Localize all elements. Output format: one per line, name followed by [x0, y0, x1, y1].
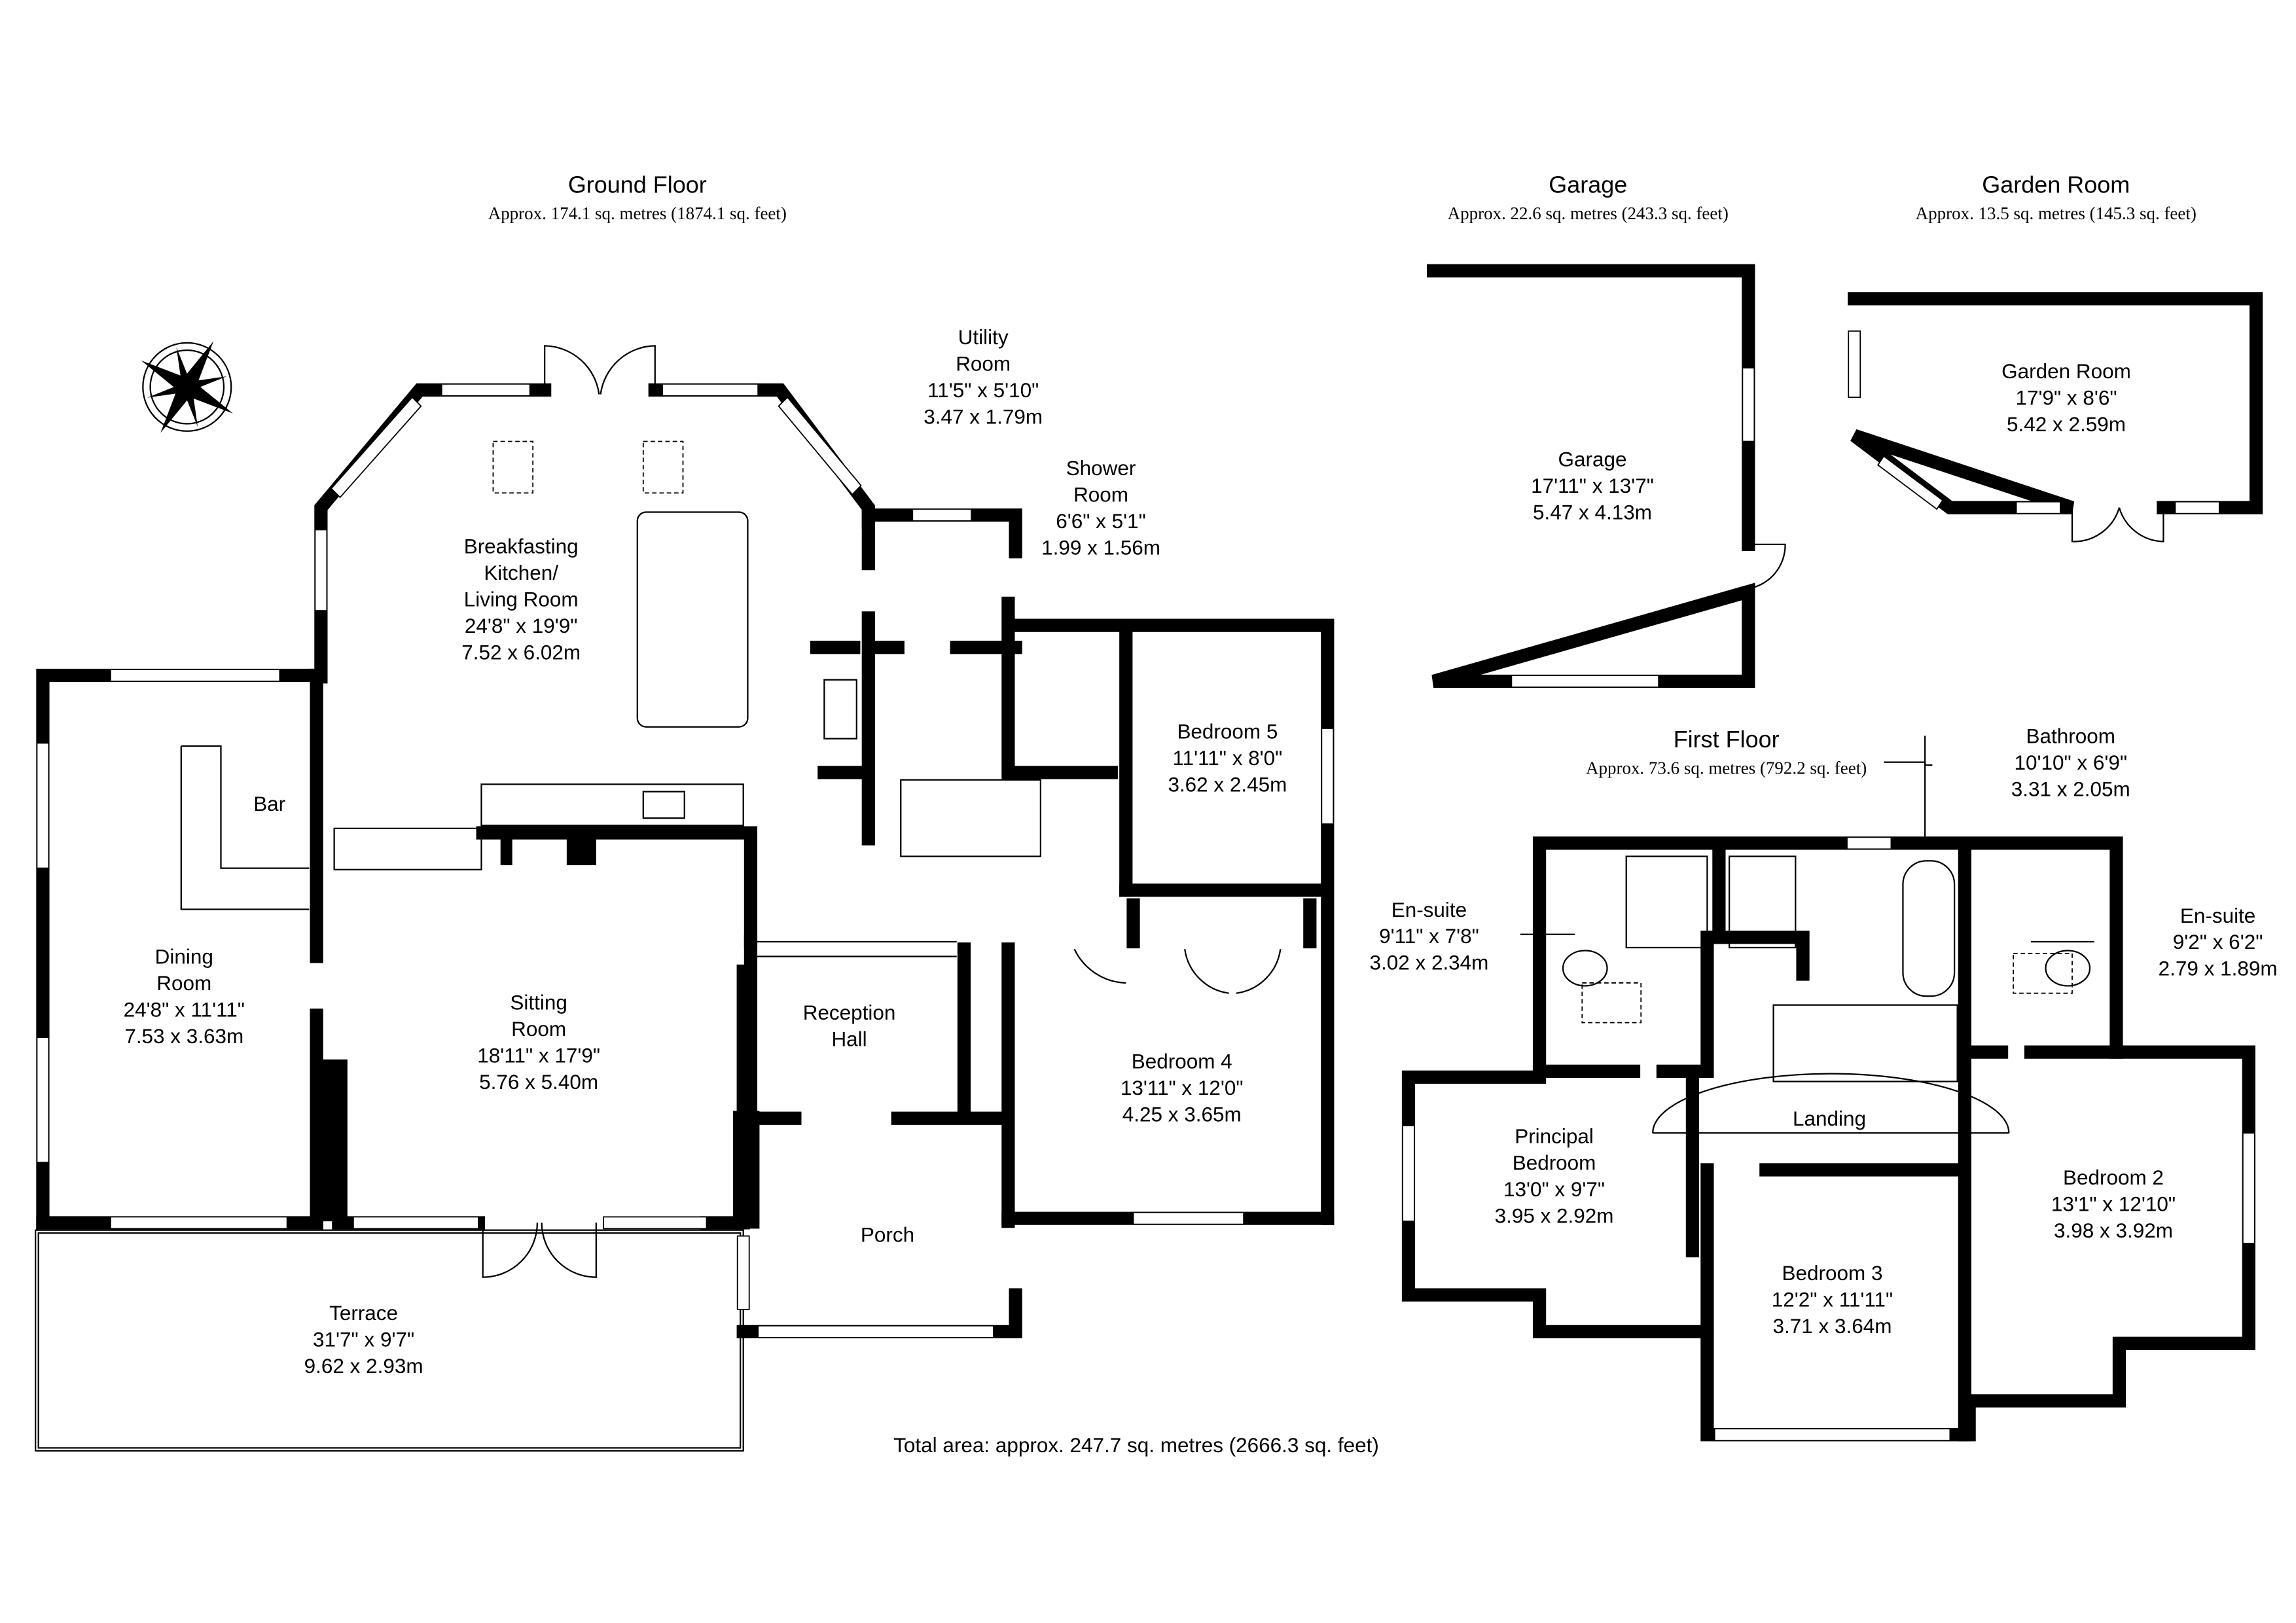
room-label-en-suite-right: En-suite 9'2" x 6'2" 2.79 x 1.89m	[2159, 904, 2278, 980]
room-line: 3.02 x 2.34m	[1369, 952, 1488, 974]
room-label-garage: Garage 17'11" x 13'7" 5.47 x 4.13m	[1531, 448, 1654, 524]
room-line: 3.95 x 2.92m	[1495, 1204, 1614, 1227]
room-line: 3.31 x 2.05m	[2011, 777, 2130, 800]
ground-floor-walls	[35, 345, 1335, 1452]
room-line: 18'11" x 17'9"	[477, 1044, 600, 1067]
room-line: 5.76 x 5.40m	[479, 1071, 598, 1094]
room-line: 13'0" x 9'7"	[1503, 1178, 1605, 1201]
room-name: Shower	[1066, 457, 1136, 480]
room-line: 31'7" x 9'7"	[313, 1328, 414, 1351]
first-floor-header: First Floor Approx. 73.6 sq. metres (792…	[1586, 726, 1867, 777]
room-name: Porch	[861, 1224, 914, 1247]
room-line: 13'11" x 12'0"	[1121, 1077, 1244, 1099]
room-line: 9.62 x 2.93m	[304, 1355, 423, 1378]
room-line: 7.52 x 6.02m	[461, 641, 581, 664]
room-name: Landing	[1793, 1107, 1866, 1130]
room-line: 11'5" x 5'10"	[927, 379, 1039, 402]
room-line: Hall	[831, 1028, 867, 1051]
room-line: Room	[156, 972, 211, 995]
garage-area: Approx. 22.6 sq. metres (243.3 sq. feet)	[1448, 204, 1729, 223]
room-label-porch: Porch	[861, 1224, 914, 1247]
room-line: 4.25 x 3.65m	[1122, 1103, 1242, 1126]
room-line: Kitchen/	[484, 562, 558, 584]
room-label-bedroom-3: Bedroom 3 12'2" x 11'11" 3.71 x 3.64m	[1772, 1262, 1893, 1338]
room-name: Breakfasting	[464, 535, 579, 558]
room-name: Utility	[958, 326, 1009, 349]
room-name: Bedroom 5	[1177, 721, 1278, 743]
room-name: Terrace	[329, 1302, 398, 1325]
first-floor-walls	[1401, 736, 2255, 1442]
room-line: 3.71 x 3.64m	[1773, 1315, 1892, 1338]
room-line: 5.47 x 4.13m	[1533, 501, 1652, 524]
room-name: Reception	[803, 1001, 896, 1024]
room-line: Room	[511, 1018, 566, 1041]
room-name: Garage	[1558, 448, 1627, 471]
room-line: 17'11" x 13'7"	[1531, 474, 1654, 497]
room-label-bedroom-2: Bedroom 2 13'1" x 12'10" 3.98 x 3.92m	[2051, 1166, 2176, 1242]
first-floor-area: Approx. 73.6 sq. metres (792.2 sq. feet)	[1586, 758, 1867, 778]
room-label-bedroom-4: Bedroom 4 13'11" x 12'0" 4.25 x 3.65m	[1121, 1050, 1244, 1126]
room-label-terrace: Terrace 31'7" x 9'7" 9.62 x 2.93m	[304, 1302, 423, 1378]
ground-floor-header: Ground Floor Approx. 174.1 sq. metres (1…	[488, 171, 787, 223]
room-line: 3.62 x 2.45m	[1168, 774, 1287, 796]
room-line: 2.79 x 1.89m	[2159, 957, 2278, 980]
room-label-bathroom: Bathroom 10'10" x 6'9" 3.31 x 2.05m	[2011, 724, 2130, 800]
room-line: 10'10" x 6'9"	[2014, 751, 2127, 774]
garage-header: Garage Approx. 22.6 sq. metres (243.3 sq…	[1448, 171, 1729, 223]
room-name: Bedroom 2	[2063, 1166, 2164, 1189]
room-line: 9'11" x 7'8"	[1379, 925, 1479, 948]
room-line: 5.42 x 2.59m	[2007, 413, 2126, 436]
garage-walls	[1427, 264, 1786, 688]
total-area: Total area: approx. 247.7 sq. metres (26…	[893, 1434, 1379, 1457]
room-line: 11'11" x 8'0"	[1172, 747, 1282, 770]
garden-room-area: Approx. 13.5 sq. metres (145.3 sq. feet)	[1916, 204, 2197, 223]
room-line: 9'2" x 6'2"	[2173, 931, 2263, 954]
room-name: Principal	[1515, 1125, 1594, 1148]
room-line: 13'1" x 12'10"	[2051, 1192, 2176, 1215]
room-line: Room	[956, 353, 1011, 376]
room-name: Sitting	[510, 991, 567, 1014]
room-line: 12'2" x 11'11"	[1772, 1289, 1893, 1311]
room-label-en-suite-left: En-suite 9'11" x 7'8" 3.02 x 2.34m	[1369, 899, 1488, 974]
room-line: 6'6" x 5'1"	[1056, 510, 1146, 533]
room-line: 24'8" x 11'11"	[124, 999, 245, 1022]
room-line: 3.98 x 3.92m	[2054, 1219, 2173, 1242]
compass-rose-icon	[141, 341, 233, 433]
room-label-bedroom-5: Bedroom 5 11'11" x 8'0" 3.62 x 2.45m	[1168, 721, 1287, 796]
room-name: Dining	[155, 946, 213, 969]
room-line: Bedroom	[1513, 1151, 1596, 1174]
room-label-landing: Landing	[1793, 1107, 1866, 1130]
room-name: Bar	[253, 793, 285, 815]
room-line: 1.99 x 1.56m	[1041, 537, 1160, 560]
room-name: Garden Room	[2001, 360, 2131, 383]
room-line: Room	[1073, 484, 1128, 507]
garage-title: Garage	[1549, 171, 1627, 198]
room-line: 3.47 x 1.79m	[924, 406, 1043, 429]
room-label-bar: Bar	[253, 793, 285, 815]
room-line: 7.53 x 3.63m	[124, 1025, 243, 1048]
room-name: Bedroom 3	[1782, 1262, 1883, 1285]
room-name: Bathroom	[2026, 724, 2115, 747]
ground-floor-title: Ground Floor	[568, 171, 707, 198]
garden-room-title: Garden Room	[1982, 171, 2130, 198]
ground-floor-area: Approx. 174.1 sq. metres (1874.1 sq. fee…	[488, 204, 787, 223]
room-line: 24'8" x 19'9"	[465, 615, 578, 637]
room-name: Bedroom 4	[1132, 1050, 1232, 1073]
room-label-garden-room: Garden Room 17'9" x 8'6" 5.42 x 2.59m	[2001, 360, 2131, 436]
garden-room-header: Garden Room Approx. 13.5 sq. metres (145…	[1916, 171, 2197, 223]
room-name: En-suite	[2180, 904, 2255, 927]
first-floor-title: First Floor	[1674, 726, 1780, 753]
room-line: 17'9" x 8'6"	[2015, 386, 2117, 409]
garden-room-walls	[1848, 292, 2263, 543]
room-name: En-suite	[1391, 899, 1467, 921]
room-line: Living Room	[464, 588, 579, 611]
